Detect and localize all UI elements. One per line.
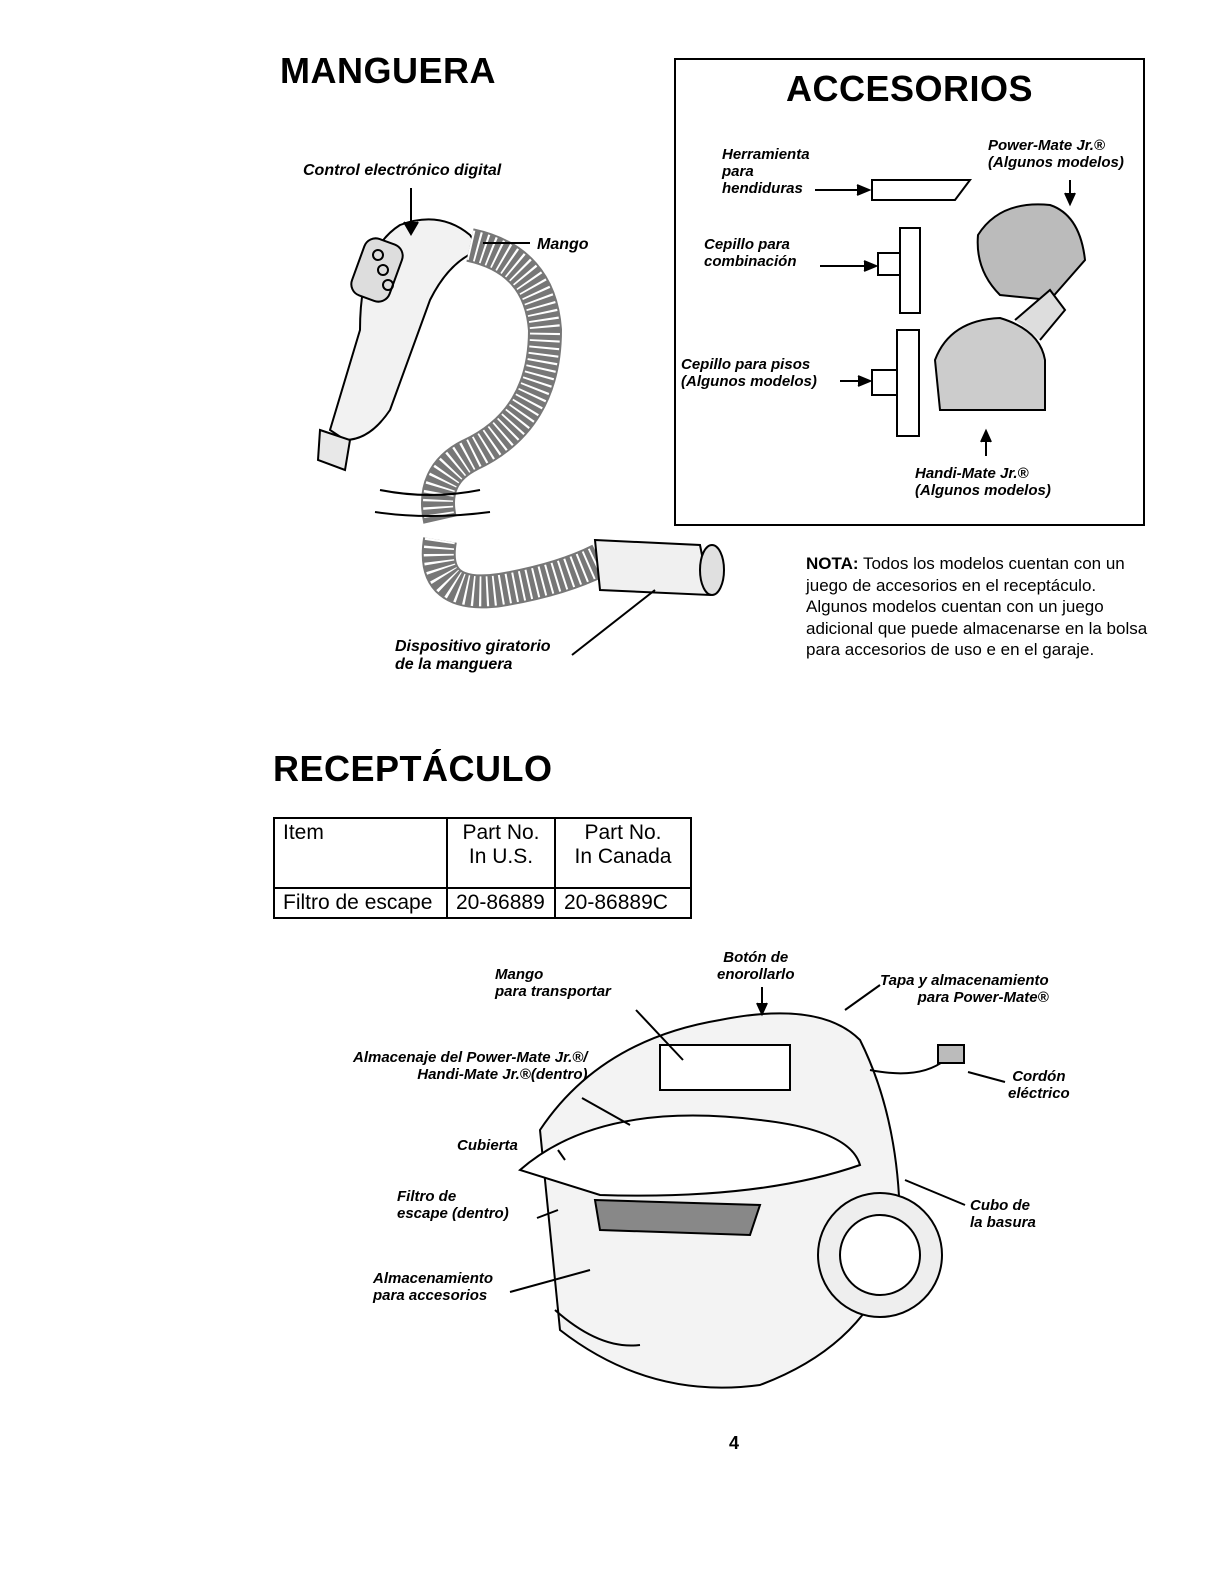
label-tool-storage: Almacenaje del Power-Mate Jr.®/ Handi-Ma… [353,1049,588,1083]
label-floor-brush: Cepillo para pisos (Algunos modelos) [681,356,817,390]
floor-brush-illustration [840,329,920,437]
label-exhaust-filter: Filtro de escape (dentro) [397,1188,509,1222]
label-power-mate: Power-Mate Jr.® (Algunos modelos) [988,137,1124,171]
label-cover: Cubierta [457,1137,518,1154]
combination-brush-illustration [820,227,921,314]
parts-table: Item Part No. In U.S. Part No. In Canada… [273,817,692,919]
label-power-mate-lid: Tapa y almacenamiento para Power-Mate® [880,972,1049,1006]
label-hose-swivel: Dispositivo giratorio de la manguera [395,638,551,673]
table-header-row: Item Part No. In U.S. Part No. In Canada [273,817,692,889]
table-row: Filtro de escape 20-86889 20-86889C [273,887,692,919]
table-header-item: Item [273,817,448,889]
crevice-tool-illustration [815,179,972,201]
table-cell-item: Filtro de escape [273,887,448,919]
note-paragraph: NOTA: Todos los modelos cuentan con un j… [806,553,1161,661]
note-text: Todos los modelos cuentan con un juego d… [806,554,1148,659]
label-power-cord: Cordón eléctrico [1008,1068,1070,1102]
label-cord-rewind-button: Botón de enorollarlo [717,949,795,983]
table-header-part-us: Part No. In U.S. [446,817,556,889]
section-heading-receptaculo: RECEPTÁCULO [273,748,553,789]
power-mate-illustration [976,180,1087,302]
label-handle: Mango [537,236,589,253]
hose-handle-illustration [316,218,482,472]
table-cell-part-canada: 20-86889C [554,887,692,919]
handi-mate-illustration [933,288,1067,456]
label-handi-mate: Handi-Mate Jr.® (Algunos modelos) [915,465,1051,499]
hose-illustration [374,228,725,609]
label-accessory-storage: Almacenamiento para accesorios [373,1270,494,1304]
section-heading-accesorios: ACCESORIOS [785,68,1034,109]
label-digital-control: Control electrónico digital [303,162,502,179]
label-combination-brush: Cepillo para combinación [704,236,797,270]
table-cell-part-us: 20-86889 [446,887,556,919]
canister-vacuum-illustration [517,1012,965,1389]
label-carry-handle: Mango para transportar [495,966,611,1000]
section-heading-manguera: MANGUERA [280,50,496,91]
page-number: 4 [729,1433,740,1453]
accessories-box: ACCESORIOS [674,58,1145,526]
label-dirt-cup: Cubo de la basura [970,1197,1036,1231]
table-header-part-canada: Part No. In Canada [554,817,692,889]
label-crevice-tool: Herramienta para hendiduras [722,146,810,197]
note-prefix: NOTA: [806,554,859,573]
